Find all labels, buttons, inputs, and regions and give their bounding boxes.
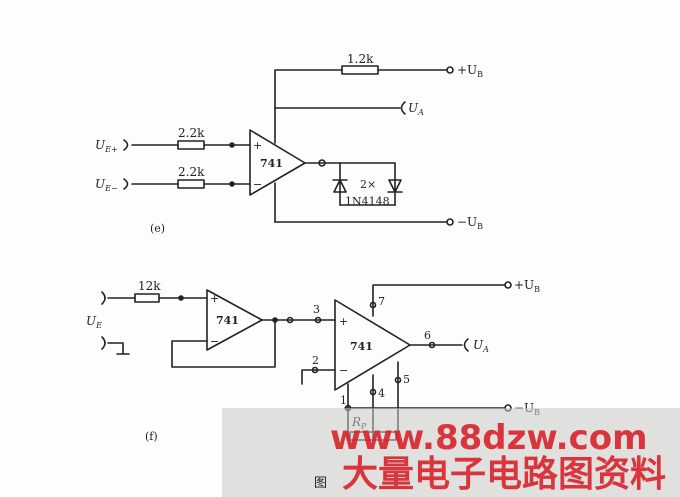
label-r-2-2k-plus: 2.2k	[178, 126, 205, 140]
terminal-e-in-minus	[123, 178, 129, 190]
resistor-2-2k-plus	[177, 140, 205, 150]
wire-f-pos-ub	[372, 284, 506, 317]
label-e-in-minus: UE−	[95, 177, 118, 193]
sign-e-plus: +	[253, 139, 262, 152]
label-r-2-2k-minus: 2.2k	[178, 165, 205, 179]
watermark: 图 www.88dzw.com 大量电子电路图资料	[222, 408, 680, 497]
wire-e-feedback	[274, 69, 343, 144]
label-opamp-f2: 741	[350, 340, 373, 353]
sign-f1-minus: −	[210, 335, 219, 348]
terminal-e-neg-ub	[446, 218, 454, 226]
terminal-f-ua	[463, 338, 469, 352]
label-r-12k: 12k	[138, 279, 161, 293]
circuit-e	[123, 65, 454, 226]
terminal-f-in-top	[101, 291, 106, 305]
label-e-ua: UA	[408, 101, 424, 117]
label-f-ue: UE	[86, 314, 102, 330]
label-pin-1: 1	[340, 394, 347, 407]
label-opamp-e: 741	[260, 157, 283, 170]
watermark-band	[222, 408, 680, 497]
terminal-f-in-bottom	[101, 336, 106, 350]
diode-2	[388, 179, 402, 193]
label-pin-3: 3	[313, 303, 320, 316]
label-e-in-plus: UE+	[95, 138, 118, 154]
terminal-e-plus-ub	[446, 66, 454, 74]
sign-f2-minus: −	[339, 364, 348, 377]
label-pin-2: 2	[312, 354, 319, 367]
sign-f1-plus: +	[210, 292, 219, 305]
label-circuit-e: (e)	[150, 222, 165, 235]
opamp-f2	[334, 299, 411, 391]
label-f-ua: UA	[473, 338, 489, 354]
sign-e-minus: −	[253, 178, 262, 191]
label-pin-5: 5	[403, 373, 410, 386]
label-r-1-2k: 1.2k	[347, 52, 374, 66]
resistor-2-2k-minus	[177, 179, 205, 189]
sign-f2-plus: +	[339, 315, 348, 328]
label-f-plus-ub: +UB	[514, 278, 540, 294]
terminal-e-ua	[400, 101, 406, 115]
terminal-e-in-plus	[123, 139, 129, 151]
label-diode-count: 2×	[360, 178, 376, 191]
label-pin-6: 6	[424, 329, 431, 342]
label-e-plus-ub: +UB	[457, 63, 483, 79]
terminal-f-plus-ub	[504, 281, 512, 289]
figure-caption: 图	[314, 476, 327, 491]
resistor-1-2k	[341, 65, 379, 75]
opamp-f1	[206, 289, 263, 351]
watermark-url: www.88dzw.com	[330, 418, 648, 458]
wire-f-feedback	[171, 319, 276, 368]
label-e-neg-ub: −UB	[457, 215, 483, 231]
label-diode-part: 1N4148	[345, 195, 390, 208]
label-opamp-f1: 741	[216, 314, 239, 327]
watermark-site-name: 大量电子电路图资料	[342, 454, 666, 495]
diode-1	[333, 179, 347, 193]
label-pin-7: 7	[378, 295, 385, 308]
opamp-e	[249, 129, 306, 196]
resistor-12k	[134, 293, 160, 303]
label-circuit-f: (f)	[145, 430, 158, 443]
labels-e: 1.2k +UB UA 2.2k 2.2k UE+ UE− + − 741 2×…	[95, 52, 483, 235]
label-pin-4: 4	[378, 387, 385, 400]
